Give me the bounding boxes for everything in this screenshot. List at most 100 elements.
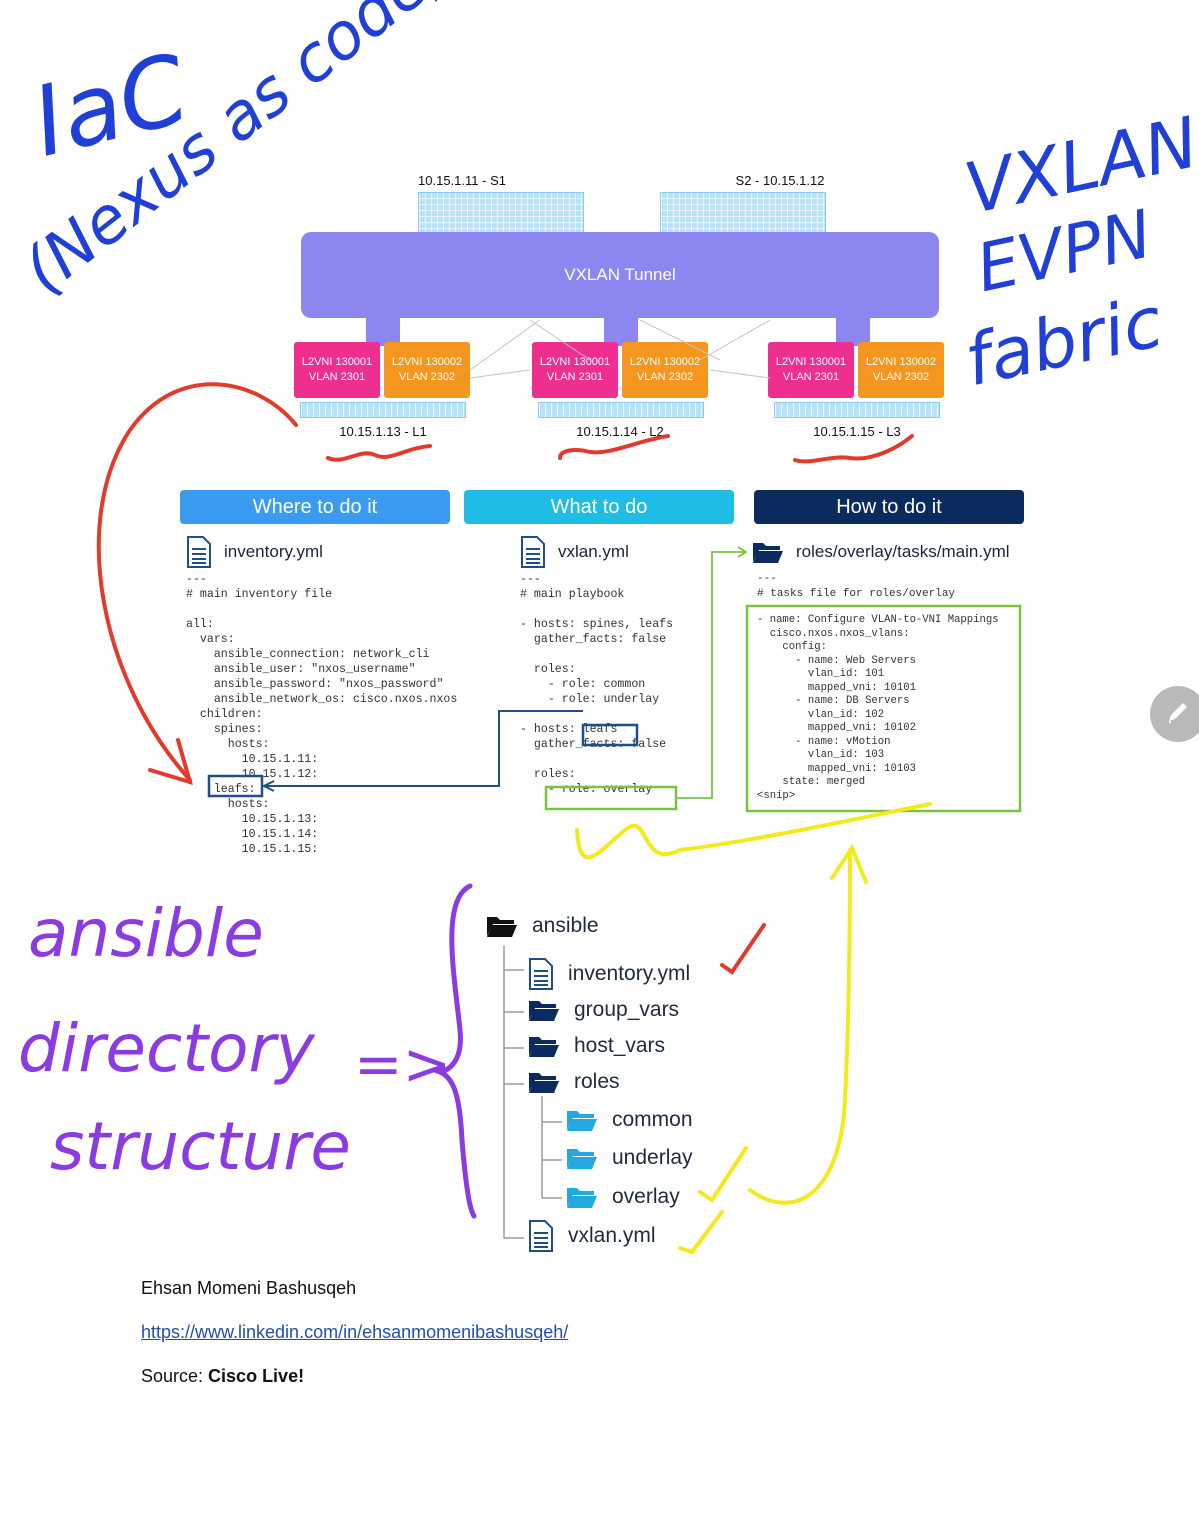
- annotation-arrow: =>: [354, 1030, 452, 1098]
- tree-item-roles: roles: [528, 1070, 620, 1094]
- file-icon: [529, 1220, 553, 1252]
- vni-label: L2VNI 130001: [539, 356, 611, 368]
- tasks-file-name: roles/overlay/tasks/main.yml: [796, 542, 1010, 561]
- tree-item-underlay: underlay: [566, 1146, 693, 1170]
- red-arrowhead: [148, 738, 193, 785]
- folder-open-icon: [529, 1037, 559, 1057]
- header-where-text: Where to do it: [252, 495, 378, 518]
- folder-open-icon: [529, 1001, 559, 1021]
- spine2-switch: [660, 192, 826, 234]
- leaf3-label: 10.15.1.15 - L3: [813, 424, 901, 439]
- inventory-code: --- # main inventory file all: vars: ans…: [186, 573, 458, 856]
- link-line: [699, 319, 771, 361]
- tree-item-label: common: [612, 1108, 693, 1131]
- source-line: Source: Cisco Live!: [141, 1366, 304, 1387]
- leaf1-label: 10.15.1.13 - L1: [339, 424, 427, 439]
- leaf1-vni-a: L2VNI 130001 VLAN 2301: [294, 342, 380, 398]
- tree-item-label: host_vars: [574, 1034, 666, 1057]
- vxlan-tunnel: VXLAN Tunnel: [301, 232, 939, 318]
- spine1-label: 10.15.1.11 - S1: [418, 173, 506, 188]
- tasks-file-title: roles/overlay/tasks/main.yml: [752, 540, 1010, 564]
- leaf2-vni-b: L2VNI 130002 VLAN 2302: [622, 342, 708, 398]
- leaf1-switch: [300, 402, 466, 418]
- leaf2-label: 10.15.1.14 - L2: [576, 424, 664, 439]
- tree-line: [542, 1121, 562, 1199]
- yellow-arrow-up: [748, 848, 852, 1205]
- tree-item-overlay: overlay: [566, 1185, 680, 1209]
- file-icon: [521, 536, 545, 568]
- annotation-directory: directory: [18, 1010, 315, 1087]
- annotation-structure: structure: [50, 1108, 351, 1185]
- vlan-label: VLAN 2301: [782, 371, 840, 383]
- tree-item-label: underlay: [612, 1146, 693, 1169]
- header-what: What to do: [464, 490, 734, 524]
- leaf3-switch: [774, 402, 940, 418]
- tasks-code-head: --- # tasks file for roles/overlay: [757, 573, 956, 600]
- folder-open-icon: [487, 917, 517, 937]
- red-underline-l3: [793, 434, 914, 464]
- leaf2-switch: [538, 402, 704, 418]
- tree-item-vxlan: vxlan.yml: [528, 1220, 656, 1252]
- tree-item-inventory: inventory.yml: [528, 958, 690, 990]
- pencil-icon: [1169, 703, 1187, 723]
- leaf3-vni-b: L2VNI 130002 VLAN 2302: [858, 342, 944, 398]
- tasks-code: - name: Configure VLAN-to-VNI Mappings c…: [757, 614, 999, 802]
- folder-open-icon: [753, 543, 783, 563]
- inventory-file-name: inventory.yml: [224, 542, 323, 561]
- leaf3-vni-a: L2VNI 130001 VLAN 2301: [768, 342, 854, 398]
- vni-label: L2VNI 130001: [775, 356, 847, 368]
- red-check-icon: [720, 923, 766, 975]
- vlan-label: VLAN 2301: [308, 371, 366, 383]
- edit-button[interactable]: [1150, 686, 1199, 742]
- leaf2-vni-a: L2VNI 130001 VLAN 2301: [532, 342, 618, 398]
- tunnel-pillar: [836, 316, 870, 346]
- vxlan-code: --- # main playbook - hosts: spines, lea…: [520, 573, 674, 796]
- header-what-text: What to do: [550, 495, 648, 518]
- tree-item-label: vxlan.yml: [568, 1224, 656, 1247]
- red-underline-l1: [326, 444, 432, 462]
- inventory-file-title: inventory.yml: [186, 536, 323, 568]
- link-line: [469, 369, 531, 379]
- vlan-label: VLAN 2302: [636, 371, 694, 383]
- folder-open-icon: [567, 1149, 597, 1169]
- link-line: [469, 319, 541, 371]
- file-icon: [187, 536, 211, 568]
- tunnel-pillar: [366, 316, 400, 346]
- yellow-arrowhead: [830, 843, 868, 884]
- tree-item-label: group_vars: [574, 998, 680, 1021]
- tunnel-pillar: [604, 316, 638, 346]
- vni-label: L2VNI 130001: [301, 356, 373, 368]
- header-how: How to do it: [754, 490, 1024, 524]
- header-where: Where to do it: [180, 490, 450, 524]
- link-line: [709, 369, 771, 379]
- linkedin-link[interactable]: https://www.linkedin.com/in/ehsanmomenib…: [141, 1322, 569, 1342]
- tree-item-group-vars: group_vars: [528, 998, 679, 1022]
- vlan-label: VLAN 2302: [398, 371, 456, 383]
- arrowhead: [737, 546, 748, 558]
- vxlan-file-name: vxlan.yml: [558, 542, 629, 561]
- vni-label: L2VNI 130002: [391, 356, 463, 368]
- tree-item-label: roles: [574, 1070, 620, 1093]
- tree-item-label: inventory.yml: [568, 962, 691, 985]
- vxlan-file-title: vxlan.yml: [520, 536, 629, 568]
- tree-item-host-vars: host_vars: [528, 1034, 665, 1058]
- vni-label: L2VNI 130002: [865, 356, 937, 368]
- annotation-ansible: ansible: [28, 895, 264, 972]
- vlan-label: VLAN 2302: [872, 371, 930, 383]
- spine1-switch: [418, 192, 584, 234]
- tunnel-label: VXLAN Tunnel: [564, 265, 676, 284]
- linkedin-link-wrap: https://www.linkedin.com/in/ehsanmomenib…: [141, 1322, 568, 1343]
- author-name: Ehsan Momeni Bashusqeh: [141, 1278, 357, 1298]
- vni-label: L2VNI 130002: [629, 356, 701, 368]
- red-underline-l2: [558, 434, 670, 460]
- folder-open-icon: [567, 1188, 597, 1208]
- tree-item-label: overlay: [612, 1185, 680, 1208]
- header-how-text: How to do it: [836, 495, 942, 518]
- source-label: Source:: [141, 1366, 209, 1386]
- spine2-label: S2 - 10.15.1.12: [735, 173, 825, 188]
- yellow-squiggle: [575, 802, 932, 860]
- tree-item-common: common: [566, 1108, 693, 1132]
- tree-root: ansible: [486, 914, 599, 938]
- file-icon: [529, 958, 553, 990]
- folder-open-icon: [567, 1111, 597, 1131]
